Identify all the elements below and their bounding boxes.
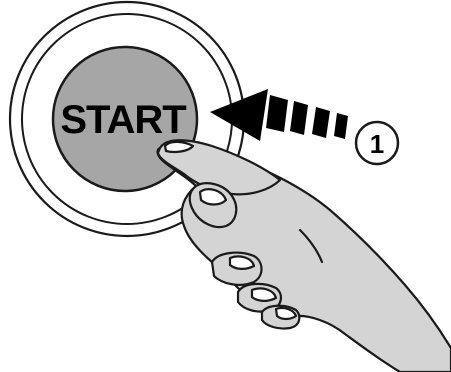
step-badge: 1 [356, 122, 398, 164]
hand-illustration [158, 140, 451, 372]
step-number: 1 [370, 129, 384, 159]
arrow-dash-2 [290, 101, 308, 135]
arrow-dash-1 [266, 95, 288, 132]
arrow-dash-4 [334, 113, 348, 139]
start-label: START [60, 98, 186, 142]
arrow-dash-3 [312, 107, 330, 138]
